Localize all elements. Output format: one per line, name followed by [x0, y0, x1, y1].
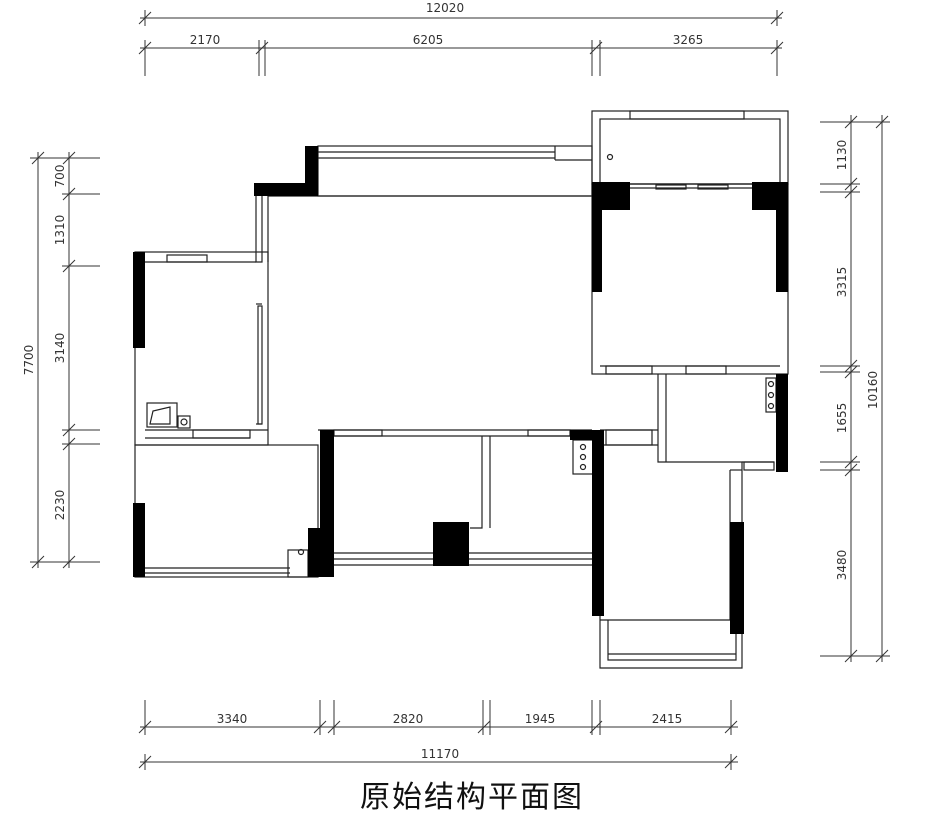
dim-left-seg-4: 2230 — [53, 490, 67, 521]
dim-bottom-seg-2: 2820 — [393, 712, 424, 726]
dim-left-total: 7700 — [22, 345, 36, 376]
dim-bottom-total: 11170 — [421, 747, 459, 761]
dim-top-seg-2: 6205 — [413, 33, 444, 47]
dimension-labels: 12020 2170 6205 3265 3340 2820 1945 2415… — [22, 1, 880, 761]
plan-title: 原始结构平面图 — [360, 780, 584, 815]
dim-bottom-seg-4: 2415 — [652, 712, 683, 726]
dim-top-total: 12020 — [426, 1, 464, 15]
dim-right-seg-1: 1130 — [835, 140, 849, 171]
dim-left-seg-2: 1310 — [53, 215, 67, 246]
dim-bottom-seg-1: 3340 — [217, 712, 248, 726]
dim-right-total: 10160 — [866, 371, 880, 409]
dim-top-seg-3: 3265 — [673, 33, 704, 47]
dim-bottom-seg-3: 1945 — [525, 712, 556, 726]
wall-outlines — [134, 110, 789, 669]
dim-right-seg-2: 3315 — [835, 267, 849, 298]
dim-top-seg-1: 2170 — [190, 33, 221, 47]
dim-right-seg-4: 3480 — [835, 550, 849, 581]
structural-walls — [133, 146, 788, 634]
dim-left-seg-3: 3140 — [53, 333, 67, 364]
dim-left-seg-1: 700 — [53, 165, 67, 188]
dimension-lines — [30, 10, 890, 770]
dim-right-seg-3: 1655 — [835, 403, 849, 434]
